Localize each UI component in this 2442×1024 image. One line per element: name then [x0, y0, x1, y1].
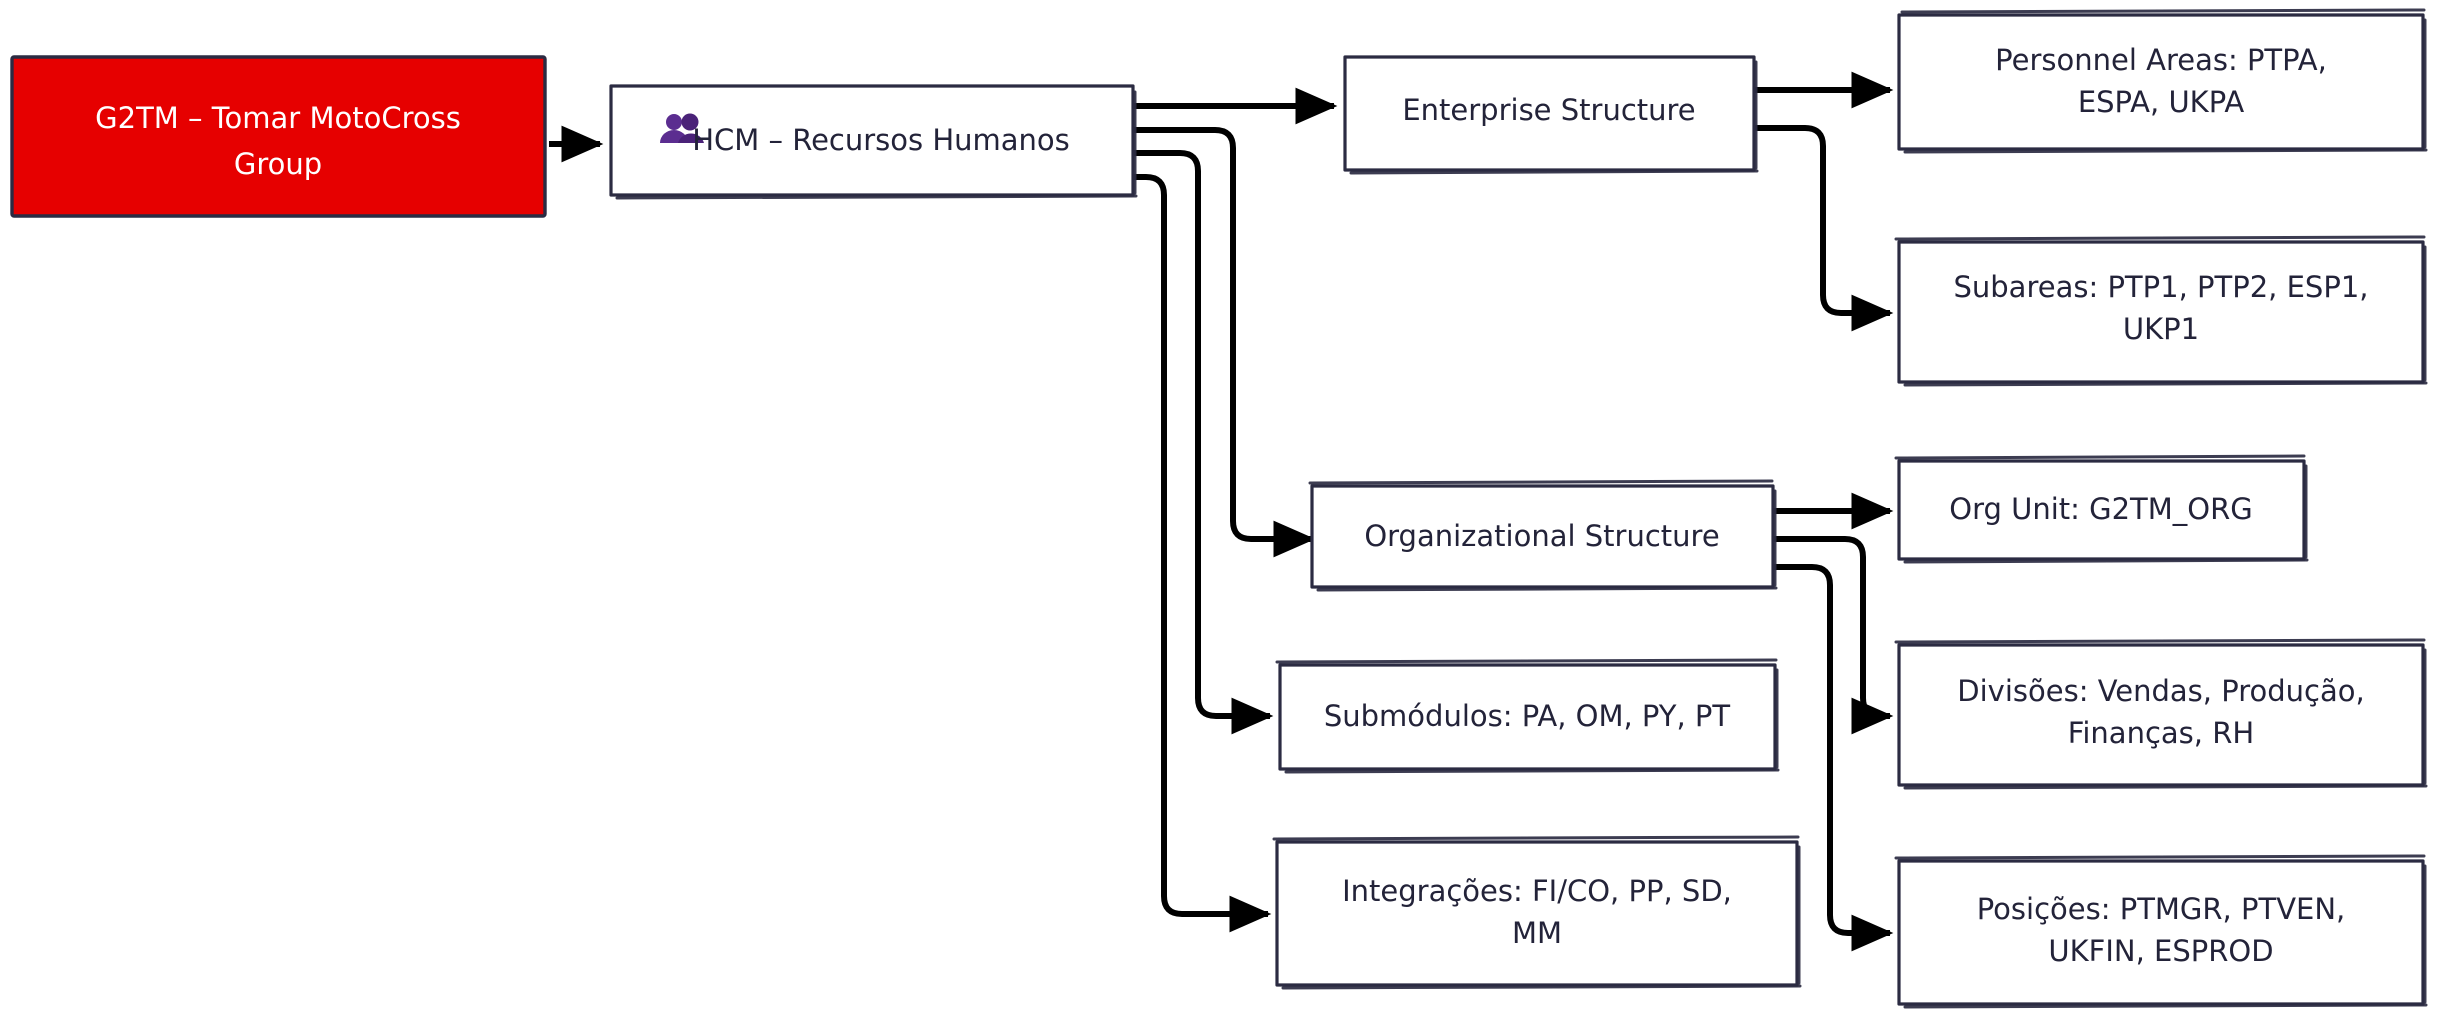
node-posicoes-label-line-1: Posições: PTMGR, PTVEN, [1977, 892, 2346, 926]
node-subareas[interactable]: Subareas: PTP1, PTP2, ESP1, UKP1 [1894, 235, 2428, 387]
node-integracoes-sketch-accent [1272, 835, 1802, 990]
node-subareas-label-line-1: Subareas: PTP1, PTP2, ESP1, [1953, 270, 2368, 304]
node-enterprise-structure-label: Enterprise Structure [1402, 93, 1695, 127]
people-icon [660, 113, 704, 143]
node-root-label-line-1: G2TM – Tomar MotoCross [95, 101, 461, 135]
node-integracoes[interactable]: Integrações: FI/CO, PP, SD, MM [1272, 835, 1802, 990]
node-submodulos-label: Submódulos: PA, OM, PY, PT [1324, 699, 1731, 733]
node-submodulos[interactable]: Submódulos: PA, OM, PY, PT [1275, 658, 1780, 774]
node-integracoes-label-line-2: MM [1512, 916, 1562, 950]
node-personnel-areas-sketch-accent [1900, 8, 2428, 154]
node-divisoes[interactable]: Divisões: Vendas, Produção, Finanças, RH [1894, 638, 2428, 790]
node-root-shape [10, 55, 547, 218]
node-personnel-areas-label-line-1: Personnel Areas: PTPA, [1995, 43, 2327, 77]
node-submodulos-sketch-accent [1275, 658, 1780, 774]
node-subareas-sketch-accent [1894, 235, 2428, 387]
node-hcm[interactable]: HCM – Recursos Humanos [609, 84, 1138, 200]
node-posicoes[interactable]: Posições: PTMGR, PTVEN, UKFIN, ESPROD [1894, 854, 2428, 1009]
node-divisoes-shape [1897, 643, 2425, 787]
edge-org-structure-to-divisoes [1773, 536, 1894, 735]
node-posicoes-label-line-2: UKFIN, ESPROD [2048, 934, 2273, 968]
node-personnel-areas[interactable]: Personnel Areas: PTPA, ESPA, UKPA [1897, 8, 2428, 154]
node-personnel-areas-shape [1897, 13, 2425, 151]
node-organizational-structure[interactable]: Organizational Structure [1308, 479, 1778, 592]
node-subareas-label-line-2: UKP1 [2123, 312, 2199, 346]
edge-layer [549, 71, 1894, 952]
edge-hcm-to-submodulos [1133, 150, 1274, 735]
node-integracoes-shape [1275, 840, 1799, 987]
node-root-label-line-2: Group [234, 147, 322, 181]
edge-enterprise-to-subareas [1754, 125, 1894, 332]
node-org-unit-label: Org Unit: G2TM_ORG [1949, 492, 2253, 526]
node-organizational-structure-shape [1310, 484, 1775, 589]
node-hcm-sketch-accent [615, 90, 1138, 200]
node-posicoes-sketch-accent [1894, 854, 2428, 1009]
node-subareas-shape [1897, 240, 2425, 384]
node-submodulos-shape [1278, 663, 1777, 771]
node-org-unit-sketch-accent [1894, 454, 2309, 564]
node-divisoes-sketch-accent [1894, 638, 2428, 790]
node-org-unit-shape [1897, 459, 2306, 561]
node-posicoes-shape [1897, 859, 2425, 1006]
node-integracoes-label-line-1: Integrações: FI/CO, PP, SD, [1342, 874, 1732, 908]
edge-org-structure-to-posicoes [1773, 564, 1894, 952]
node-enterprise-structure-shape [1343, 55, 1756, 172]
edge-hcm-to-org-structure [1133, 127, 1316, 558]
node-root[interactable]: G2TM – Tomar MotoCross Group [10, 55, 547, 218]
node-divisoes-label-line-2: Finanças, RH [2068, 716, 2254, 750]
node-org-unit[interactable]: Org Unit: G2TM_ORG [1894, 454, 2309, 564]
node-organizational-structure-sketch-accent [1308, 479, 1778, 592]
node-hcm-label: HCM – Recursos Humanos [692, 123, 1070, 157]
node-personnel-areas-label-line-2: ESPA, UKPA [2078, 85, 2245, 119]
node-enterprise-structure-sketch-accent [1349, 60, 1759, 175]
edge-hcm-to-integracoes [1133, 174, 1272, 933]
node-enterprise-structure[interactable]: Enterprise Structure [1343, 55, 1759, 175]
node-divisoes-label-line-1: Divisões: Vendas, Produção, [1957, 674, 2364, 708]
node-organizational-structure-label: Organizational Structure [1364, 519, 1719, 553]
node-hcm-shape [609, 84, 1135, 197]
